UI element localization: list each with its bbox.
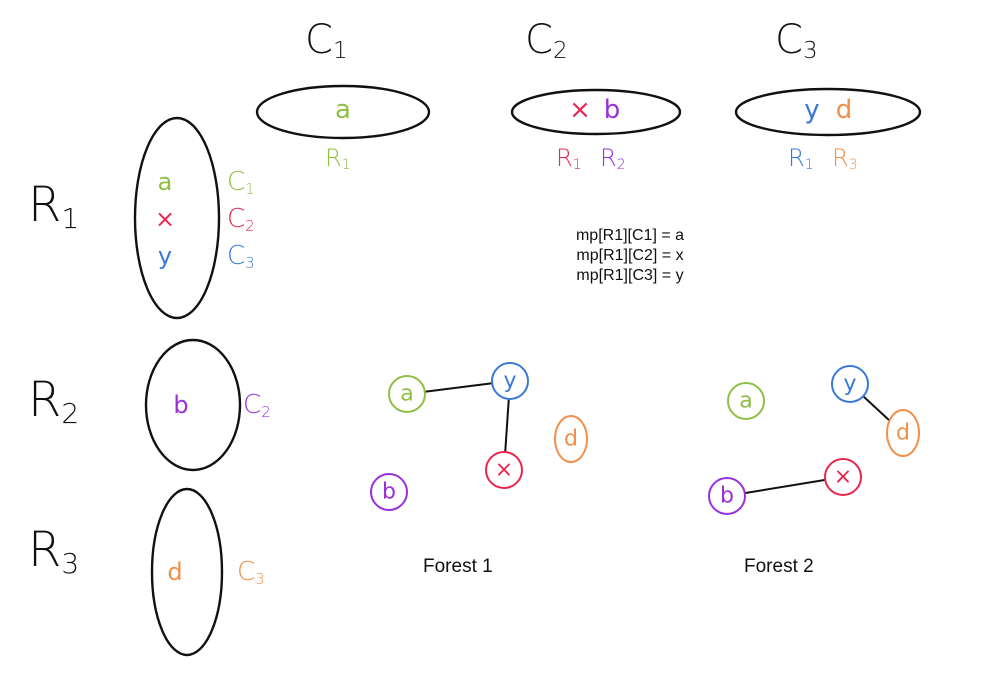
column-set-outline	[734, 87, 922, 137]
forest-edge	[504, 398, 510, 453]
col-ref-label: C3	[237, 557, 265, 588]
mapping-note: mp[R1][C1] = a mp[R1][C2] = x mp[R1][C3]…	[540, 226, 720, 286]
mapping-line: mp[R1][C1] = a	[575, 227, 685, 244]
set-element: ×	[569, 95, 591, 125]
node-label: ×	[495, 458, 513, 483]
row-R3: R3 d C3	[28, 487, 265, 657]
row-header: R3	[28, 522, 79, 580]
forest-edge	[862, 395, 891, 422]
forest-node: y	[491, 362, 529, 400]
forest-node: ×	[485, 451, 523, 489]
set-element: a	[158, 168, 173, 196]
node-outline	[831, 365, 869, 403]
node-outline	[824, 458, 862, 496]
forest-edge	[424, 382, 493, 393]
node-label: ×	[834, 465, 852, 490]
node-outline	[708, 477, 746, 515]
node-outline	[491, 362, 529, 400]
row-set-outline	[150, 487, 224, 657]
forest-node: ×	[824, 458, 862, 496]
col-ref-label: C2	[227, 204, 255, 235]
set-element: b	[173, 391, 188, 419]
row-set-outline	[144, 338, 242, 472]
node-outline	[388, 375, 426, 413]
set-element: ×	[155, 205, 175, 233]
set-element: b	[604, 95, 621, 125]
column-set-outline	[255, 84, 431, 140]
forest-1-label: Forest 1	[423, 556, 493, 577]
row-R2: R2 b C2	[28, 338, 271, 472]
column-header: C3	[775, 17, 818, 64]
forest-2: a y d × b	[708, 365, 920, 515]
forest-edge	[744, 478, 826, 495]
set-element: d	[167, 558, 182, 586]
row-header: R2	[28, 372, 79, 430]
row-ref-label: R1	[325, 144, 351, 173]
forest-node: d	[554, 415, 588, 463]
node-outline	[554, 415, 588, 463]
forest-1: a y d × b	[370, 362, 588, 511]
col-ref-label: C2	[243, 390, 271, 421]
node-label: d	[896, 421, 910, 446]
row-ref-label: R3	[832, 144, 858, 173]
row-ref-label: R1	[788, 144, 814, 173]
node-label: y	[843, 372, 856, 397]
forest-node: a	[388, 375, 426, 413]
node-label: d	[564, 427, 578, 452]
node-label: y	[503, 369, 516, 394]
set-element: y	[158, 242, 172, 270]
column-header: C2	[525, 17, 568, 64]
column-C2: C2 × bR1 R2	[510, 17, 682, 173]
node-outline	[727, 382, 765, 420]
col-ref-label: C3	[227, 241, 255, 272]
set-element: a	[335, 95, 351, 125]
mapping-line: mp[R1][C2] = x	[576, 247, 684, 264]
row-R1: R1 a C1 × C2 y C3	[28, 116, 255, 320]
set-element: y	[804, 95, 819, 125]
node-label: a	[400, 382, 413, 407]
node-label: b	[720, 484, 734, 509]
mapping-line: mp[R1][C3] = y	[576, 267, 684, 284]
node-outline	[485, 451, 523, 489]
node-label: b	[382, 480, 396, 505]
forest-node: y	[831, 365, 869, 403]
node-label: a	[739, 389, 752, 414]
column-header: C1	[305, 17, 348, 64]
forest-node: d	[886, 409, 920, 457]
row-ref-label: R1	[556, 144, 582, 173]
column-C1: C1 aR1	[255, 17, 431, 173]
forest-node: a	[727, 382, 765, 420]
node-outline	[370, 473, 408, 511]
node-outline	[886, 409, 920, 457]
row-ref-label: R2	[600, 144, 626, 173]
col-ref-label: C1	[227, 167, 255, 198]
forest-node: b	[708, 477, 746, 515]
set-element: d	[836, 95, 853, 125]
row-set-outline	[133, 116, 221, 320]
forest-2-label: Forest 2	[744, 556, 814, 577]
forest-node: b	[370, 473, 408, 511]
column-set-outline	[510, 88, 682, 136]
row-header: R1	[28, 177, 79, 235]
